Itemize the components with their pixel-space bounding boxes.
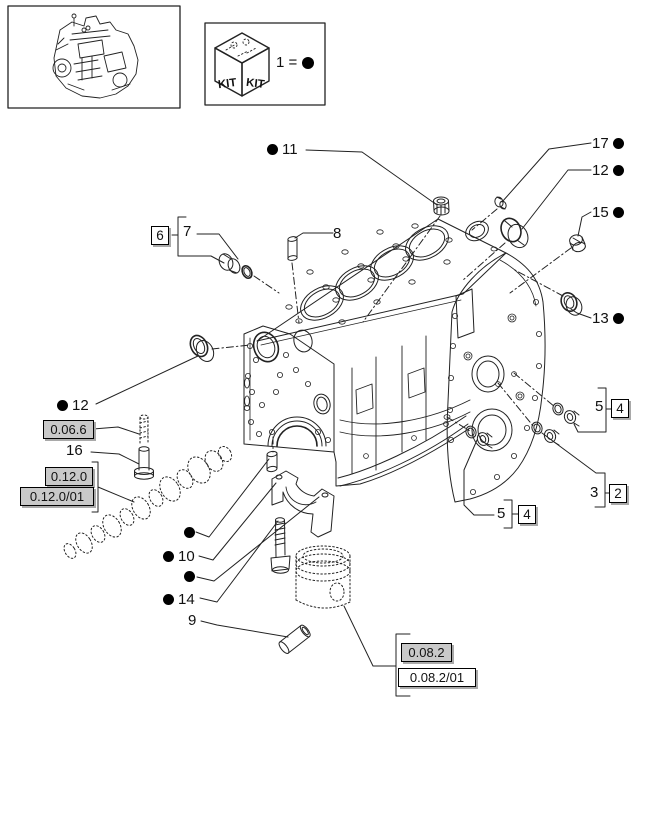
part-15-plug (568, 233, 586, 253)
kit-bullet (302, 56, 315, 69)
kit-legend: 1 = (276, 55, 315, 70)
section-ref-0082-01[interactable]: 0.08.2/01 (398, 668, 476, 687)
part-12-cup-left (187, 333, 217, 365)
part-5-washer-plug-upper (551, 402, 579, 426)
assembly-ref-4-upper[interactable]: 4 (611, 399, 629, 418)
section-ref-0120[interactable]: 0.12.0 (45, 467, 93, 486)
assembly-ref-2[interactable]: 2 (609, 484, 627, 503)
engine-block-art (244, 217, 545, 502)
centerlines (212, 209, 571, 452)
kit-bullet (163, 594, 174, 605)
part-8-dowel (288, 236, 298, 261)
part-7-plug (217, 252, 254, 280)
callout-5-upper[interactable]: 5 (595, 398, 604, 415)
kit-box: KIT KIT (205, 23, 325, 105)
assembly-ref-4-lower[interactable]: 4 (518, 505, 536, 524)
kit-cube-left-label: KIT (217, 77, 237, 91)
piston-art (296, 546, 350, 608)
callout-7[interactable]: 7 (183, 223, 192, 240)
camshaft-art (62, 444, 235, 560)
section-ref-0082[interactable]: 0.08.2 (401, 643, 452, 662)
callout-3[interactable]: 3 (590, 484, 599, 501)
bearing-cap-art (272, 471, 334, 537)
part-12-cup-right (497, 215, 531, 251)
callout-12-right[interactable]: 12 (592, 163, 624, 178)
part-10-dowel-bush (267, 451, 278, 472)
assembly-ref-6[interactable]: 6 (151, 226, 169, 245)
callout-10[interactable]: 10 (163, 549, 195, 564)
callout-9[interactable]: 9 (188, 612, 197, 629)
callout-13[interactable]: 13 (592, 311, 624, 326)
kit-bullet (163, 551, 174, 562)
kit-bullet (612, 313, 624, 324)
kit-bullet (184, 571, 195, 582)
kit-bullet-row (184, 571, 195, 582)
part-11-plug (434, 197, 450, 215)
part-16-stud (135, 447, 154, 479)
kit-bullet (612, 165, 624, 176)
kit-bullet (612, 207, 624, 218)
callout-11[interactable]: 11 (267, 142, 298, 157)
callout-8[interactable]: 8 (333, 225, 342, 242)
callout-14[interactable]: 14 (163, 592, 195, 607)
part-5-washer-plug-lower (464, 425, 492, 448)
callout-5-lower[interactable]: 5 (497, 505, 506, 522)
part-13-cup (558, 290, 584, 317)
kit-bullet (184, 527, 195, 538)
section-ref-0120-01[interactable]: 0.12.0/01 (20, 487, 94, 506)
piston-pin-art (277, 624, 312, 655)
kit-bullet (57, 400, 68, 411)
engine-thumbnail (8, 6, 180, 108)
kit-bullet (267, 144, 278, 155)
callout-15[interactable]: 15 (592, 205, 624, 220)
kit-bullet (612, 138, 624, 149)
section-ref-0066[interactable]: 0.06.6 (43, 420, 94, 439)
callout-16[interactable]: 16 (66, 442, 83, 459)
callout-12-left[interactable]: 12 (57, 398, 89, 413)
callout-17[interactable]: 17 (592, 136, 624, 151)
kit-cube-icon: KIT KIT (215, 33, 269, 96)
kit-cube-right-label: KIT (245, 77, 265, 91)
kit-bullet-row (184, 527, 195, 538)
cap-bolt-art (271, 518, 290, 573)
part-3-washer-plug (530, 421, 559, 445)
tappet-art (140, 415, 148, 444)
leader-lines (91, 143, 611, 696)
